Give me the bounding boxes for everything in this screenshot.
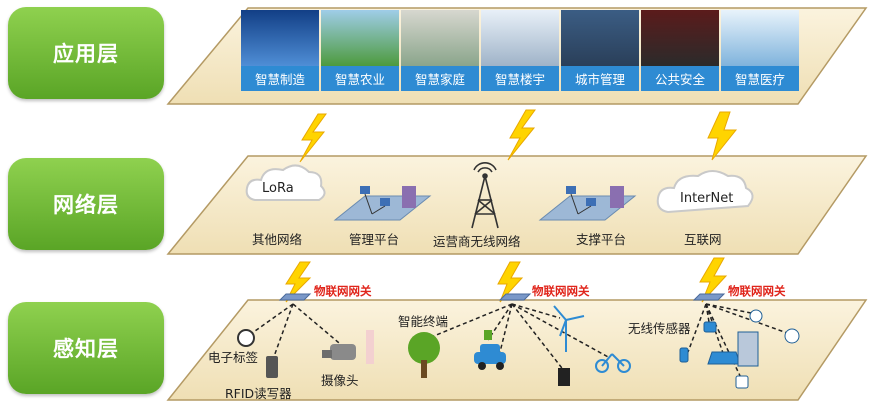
smart-building-image (481, 10, 559, 66)
gateway-label: 物联网网关 (314, 283, 372, 299)
application-item-label: 智慧楼宇 (481, 66, 559, 91)
rfid-reader-label: RFID读写器 (225, 383, 292, 402)
rfid-reader-icon (266, 356, 278, 378)
lora-label: LoRa (262, 181, 294, 196)
smart-agriculture-image (321, 10, 399, 66)
gateway-label: 物联网网关 (728, 283, 786, 299)
internet-cloud-label: InterNet (680, 191, 733, 206)
management-platform-label: 管理平台 (349, 229, 399, 248)
application-item-label: 智慧制造 (241, 66, 319, 91)
electronic-tag-label: 电子标签 (208, 347, 258, 366)
support-platform-label: 支撑平台 (576, 229, 626, 248)
smart-healthcare-image (721, 10, 799, 66)
leaf-device-icon (484, 330, 492, 340)
application-item-label: 智慧家庭 (401, 66, 479, 91)
camera-label: 摄像头 (321, 370, 359, 389)
carrier-wireless-label: 运营商无线网络 (433, 231, 521, 250)
smart-terminal-label: 智能终端 (398, 311, 448, 330)
smart-home-image (401, 10, 479, 66)
internet-label: 互联网 (684, 229, 722, 248)
application-item-label: 城市管理 (561, 66, 639, 91)
gateway-label: 物联网网关 (532, 283, 590, 299)
application-item-label: 智慧农业 (321, 66, 399, 91)
city-management-image (561, 10, 639, 66)
electronic-tag-icon (238, 330, 254, 346)
smart-manufacturing-image (241, 10, 319, 66)
device-icon (366, 330, 374, 364)
wireless-sensor-label: 无线传感器 (628, 318, 691, 337)
application-item-label: 公共安全 (641, 66, 719, 91)
public-safety-image (641, 10, 719, 66)
application-item-label: 智慧医疗 (721, 66, 799, 91)
fuel-pump-icon (558, 368, 570, 386)
other-network-label: 其他网络 (252, 229, 302, 248)
